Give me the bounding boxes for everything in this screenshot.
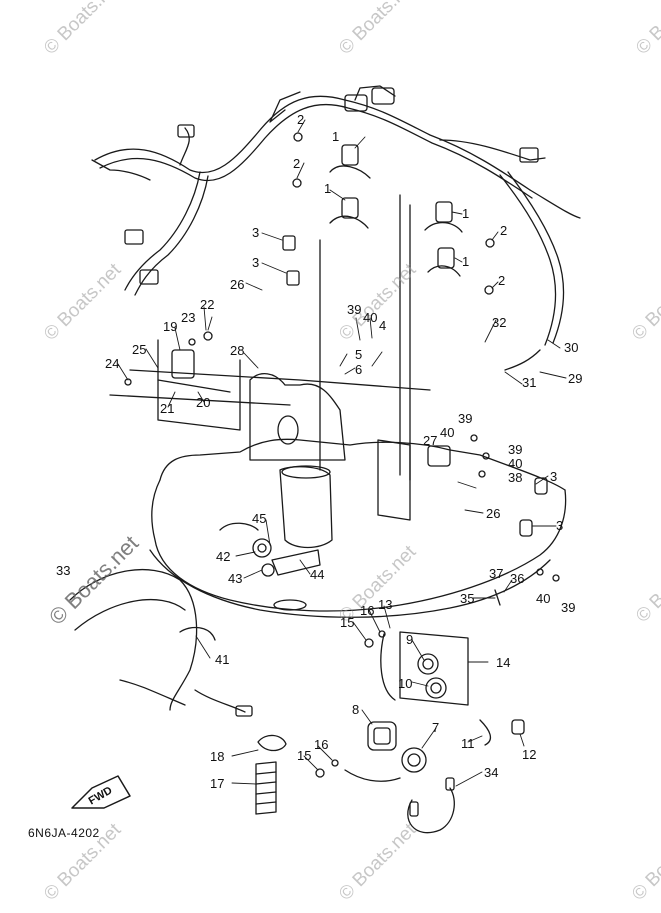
callout-label: 42	[216, 549, 231, 564]
wiring-harness	[91, 85, 581, 371]
callout-label: 12	[522, 747, 537, 762]
callout-label: 3	[550, 469, 558, 484]
callout-label: 4	[379, 318, 387, 333]
callout-label: 8	[352, 702, 360, 717]
callout-label: 43	[228, 571, 243, 586]
callout-label: 7	[432, 720, 440, 735]
callout-label: 19	[163, 319, 178, 334]
callout-label: 27	[423, 433, 438, 448]
callout-label: 3	[252, 255, 260, 270]
callout-label: 39	[561, 600, 576, 615]
callout-label: 25	[132, 342, 147, 357]
callout-label: 29	[568, 371, 583, 386]
callout-label: 32	[492, 315, 507, 330]
callout-label: 21	[160, 401, 175, 416]
callout-label: 5	[355, 347, 363, 362]
callout-label: 39	[347, 302, 362, 317]
callout-label: 9	[406, 632, 414, 647]
callout-label: 44	[310, 567, 325, 582]
callout-label: 2	[500, 223, 508, 238]
callout-label: 15	[340, 615, 355, 630]
callout-label: 28	[230, 343, 245, 358]
callout-label: 18	[210, 749, 225, 764]
callout-label: 16	[360, 603, 375, 618]
callout-label: 13	[378, 597, 393, 612]
callout-label: 10	[398, 676, 413, 691]
callout-label: 1	[462, 254, 470, 269]
callout-label: 39	[458, 411, 473, 426]
callout-label: 26	[486, 506, 501, 521]
engine-outline	[109, 194, 567, 618]
fwd-arrow-icon	[71, 775, 131, 809]
callout-label: 33	[56, 563, 71, 578]
callout-label: 23	[181, 310, 196, 325]
callout-label: 1	[332, 129, 340, 144]
callout-label: 22	[200, 297, 215, 312]
callout-label: 36	[510, 571, 525, 586]
callout-label: 37	[489, 566, 504, 581]
callout-label: 11	[461, 736, 475, 751]
callout-label: 2	[293, 156, 301, 171]
callout-label: 2	[297, 112, 305, 127]
callout-label: 1	[462, 206, 470, 221]
callout-label: 41	[215, 652, 230, 667]
callout-label: 31	[522, 375, 537, 390]
callout-label: 17	[210, 776, 225, 791]
callout-label: 3	[252, 225, 260, 240]
callout-label: 40	[536, 591, 551, 606]
callout-label: 3	[556, 518, 564, 533]
callout-label: 2	[498, 273, 506, 288]
callout-label: 20	[196, 395, 211, 410]
parts	[69, 132, 560, 834]
callout-label: 45	[252, 511, 267, 526]
callout-label: 26	[230, 277, 245, 292]
callout-label: 1	[324, 181, 332, 196]
leader-lines	[117, 119, 567, 787]
callout-label: 35	[460, 591, 475, 606]
callout-label: 6	[355, 362, 363, 377]
callout-label: 34	[484, 765, 499, 780]
callout-label: 30	[564, 340, 579, 355]
callout-label: 14	[496, 655, 511, 670]
callout-label: 24	[105, 356, 120, 371]
callout-label: 15	[297, 748, 312, 763]
callout-label: 40	[440, 425, 455, 440]
diagram-code: 6N6JA-4202	[28, 826, 100, 840]
callout-label: 40	[363, 310, 378, 325]
callout-label: 38	[508, 470, 523, 485]
callout-label: 16	[314, 737, 329, 752]
callout-label: 39	[508, 442, 523, 457]
callout-label: 40	[508, 456, 523, 471]
